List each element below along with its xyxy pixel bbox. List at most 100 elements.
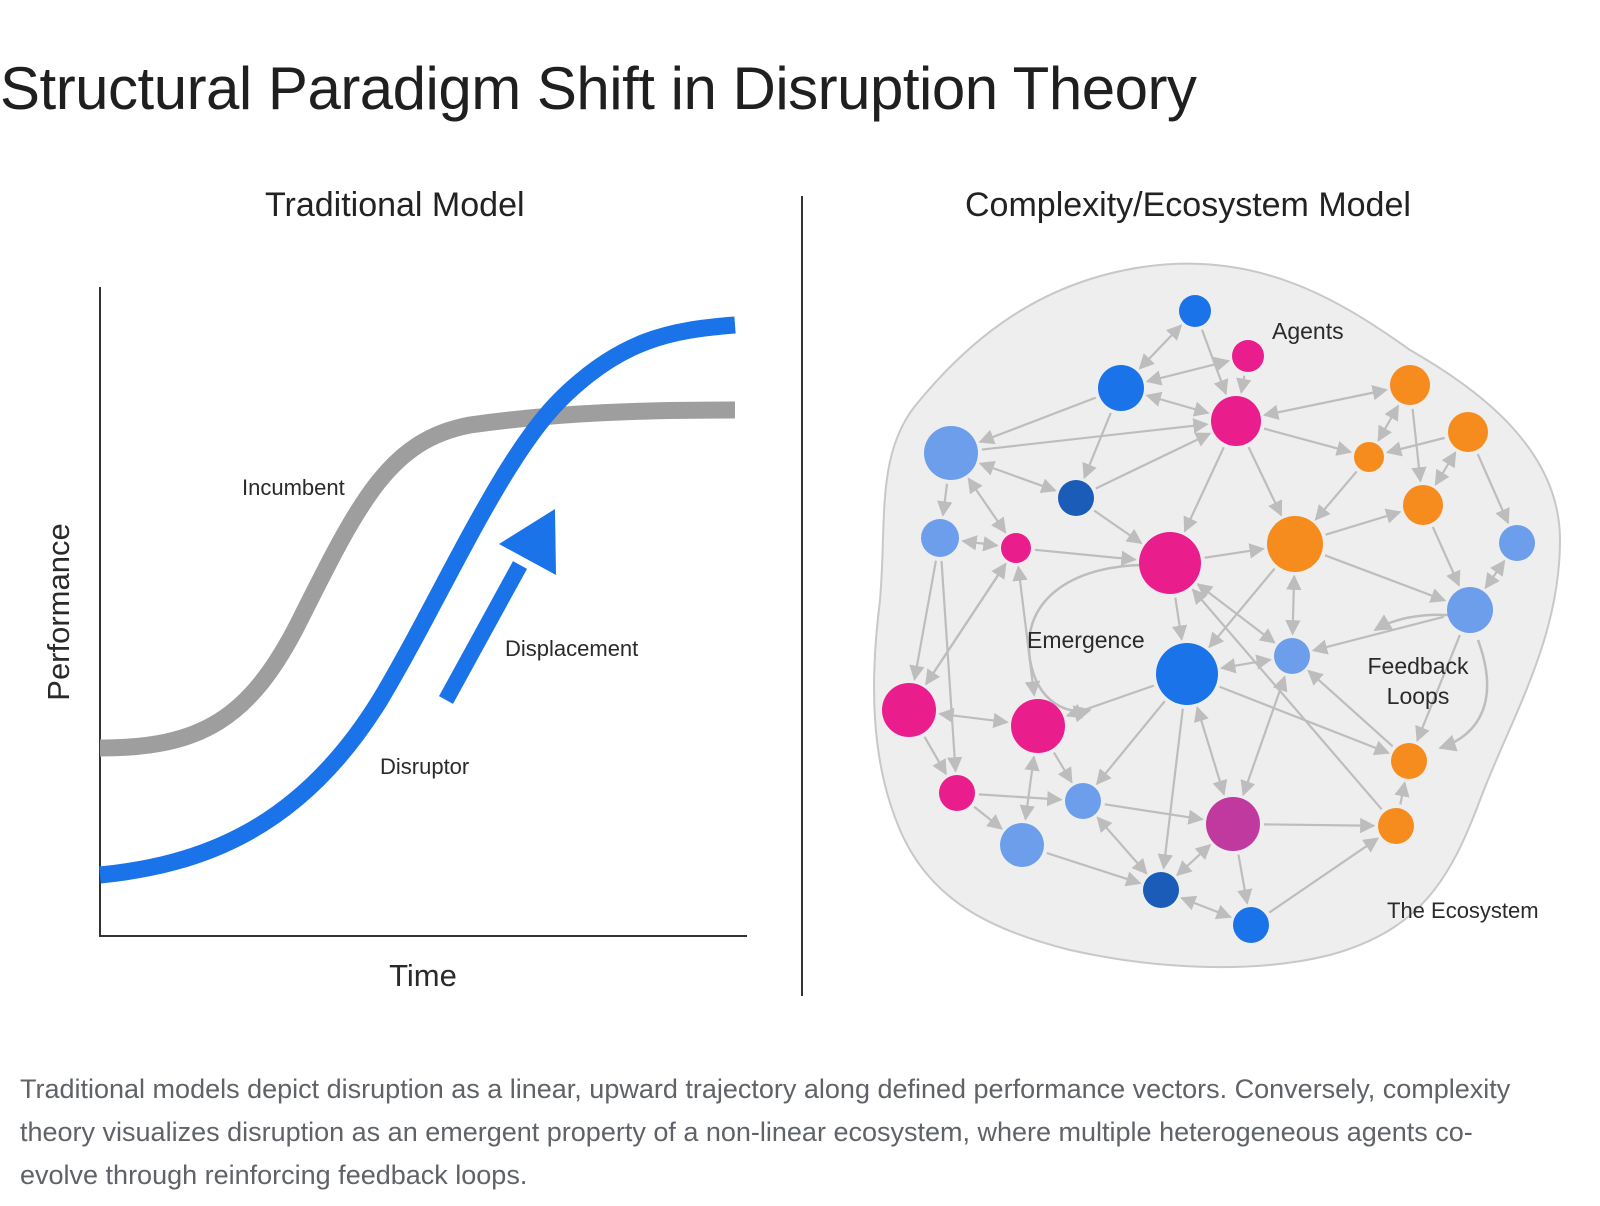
agent-node [1378,808,1414,844]
ecosystem-edge [1191,588,1383,811]
ecosystem-edge [1145,391,1210,417]
disruptor-curve [99,316,736,884]
agent-node [1179,295,1211,327]
ecosystem-edge [1325,508,1402,536]
agent-node [1001,533,1031,563]
ecosystem-edge [1204,543,1265,559]
ecosystem-edge [1240,675,1288,797]
ecosystem-edge [1415,634,1461,743]
ecosystem-edge [1247,446,1283,517]
ecosystem-edge [1311,615,1445,655]
agent-node [1000,823,1044,867]
ecosystem-edge [940,560,963,773]
agent-node [1058,480,1094,516]
agent-node [1065,783,1101,819]
agent-node [1232,340,1264,372]
ecosystem-edge [1145,356,1231,386]
agent-node [1233,907,1269,943]
agent-node [882,683,936,737]
agent-node [1143,872,1179,908]
ecosystem-edge [1171,597,1188,641]
ecosystem-edge [1307,669,1394,748]
feedback-label-line2: Loops [1387,683,1450,709]
ecosystem-edge [1385,436,1445,457]
agent-node [1139,532,1201,594]
agent-node [1390,365,1430,405]
ecosystem-edge [1314,470,1358,521]
page-title: Structural Paradigm Shift in Disruption … [0,55,1197,122]
ecosystem-edge [1285,574,1302,636]
agent-node [1447,587,1493,633]
traditional-model-chart: Incumbent Displacement Disruptor Time Pe… [41,287,747,993]
ecosystem-edge [1176,843,1212,877]
ecosystem-edge [1263,427,1353,456]
ecosystem-edge [1096,816,1148,875]
ecosystem-edge [978,791,1063,807]
ecosystem-edge [978,396,1097,445]
ecosystem-edge [1476,453,1510,525]
ecosystem-edge [981,418,1209,451]
ecosystem-model-title: Complexity/Ecosystem Model [965,186,1411,224]
agent-node [1354,442,1384,472]
ecosystem-edge [1263,817,1376,834]
ecosystem-edge [1268,837,1380,914]
ecosystem-edge [1262,385,1389,420]
agent-node [1274,638,1310,674]
ecosystem-edge [1377,404,1400,442]
caption: Traditional models depict disruption as … [20,1074,1511,1190]
displacement-arrow [438,509,556,704]
agent-node [939,775,975,811]
agent-node [1156,643,1218,705]
ecosystem-edge [1093,509,1143,544]
incumbent-label: Incumbent [242,475,345,500]
ecosystem-edge [1180,895,1232,920]
traditional-model-title: Traditional Model [265,186,525,224]
ecosystem-edge [1484,559,1506,590]
emergence-label: Emergence [1027,627,1145,653]
figure-canvas: Incumbent Displacement Disruptor Time Pe… [41,262,1562,993]
agent-node [1206,797,1260,851]
agent-node [1499,525,1535,561]
ecosystem-edge [937,483,953,517]
agent-node [1011,699,1065,753]
ecosystem-edge [925,562,1007,685]
feedback-label-line1: Feedback [1367,653,1469,679]
ecosystem-label: The Ecosystem [1387,898,1539,923]
ecosystem-edge [1193,705,1228,796]
ecosystem-edge [1324,554,1447,603]
feedback-loop-bottom [1438,639,1489,752]
ecosystem-edge [1434,451,1457,486]
ecosystem-edge [1237,854,1253,905]
ecosystem-edge [978,460,1057,494]
ecosystem-edge [1431,526,1461,587]
agent-node [1403,485,1443,525]
agent-node [1391,743,1427,779]
x-axis-label: Time [389,958,457,993]
ecosystem-edge [1095,432,1212,490]
agent-node [1448,412,1488,452]
incumbent-curve [99,401,736,757]
ecosystem-nodes [882,295,1535,943]
agent-node [1267,516,1323,572]
ecosystem-edge [1019,755,1040,821]
ecosystem-edge [1157,708,1184,870]
ecosystem-edge [923,736,947,776]
displacement-label: Displacement [505,636,638,661]
ecosystem-edge [1012,565,1041,697]
disruptor-label: Disruptor [380,754,469,779]
agent-node [1211,396,1261,446]
agent-node [1098,365,1144,411]
ecosystem-edge [1034,548,1137,566]
ecosystem-edge [1183,446,1225,533]
ecosystem-edge [1208,567,1276,649]
y-axis-label: Performance [41,523,76,700]
ecosystem-edge [1095,700,1166,786]
ecosystem-edge [1219,654,1272,674]
agents-label: Agents [1272,318,1344,344]
panel-divider [801,196,803,996]
ecosystem-edge [967,477,1007,534]
ecosystem-edge [1236,375,1252,394]
ecosystem-edges [909,324,1510,920]
ecosystem-edge [1394,781,1410,805]
ecosystem-edge [973,805,1003,830]
